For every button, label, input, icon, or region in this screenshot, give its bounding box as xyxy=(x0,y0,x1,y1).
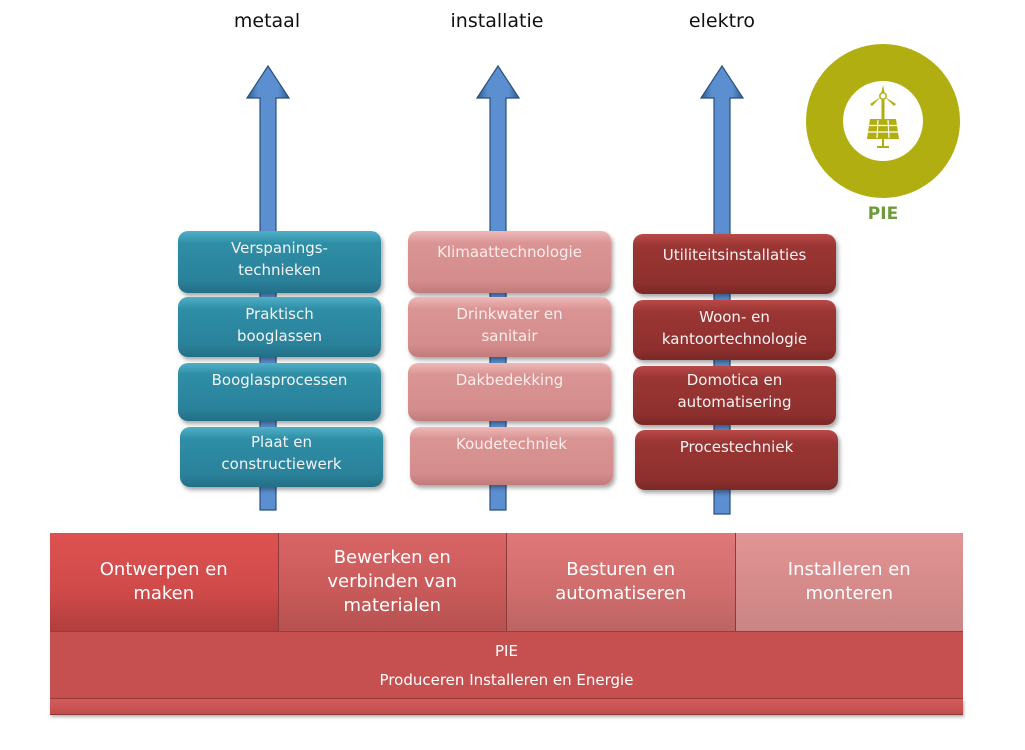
module-box[interactable]: Booglasprocessen xyxy=(178,363,381,421)
module-label: Drinkwater en xyxy=(456,305,563,323)
module-box[interactable]: Domotica en automatisering xyxy=(633,366,836,425)
module-box[interactable]: Dakbedekking xyxy=(408,363,611,421)
pie-band-subtitle: Produceren Installeren en Energie xyxy=(379,670,634,689)
module-label: Booglasprocessen xyxy=(211,371,348,389)
pie-band[interactable]: PIE Produceren Installeren en Energie xyxy=(50,631,963,699)
module-box[interactable]: Procestechniek xyxy=(635,430,838,490)
module-label: Utiliteitsinstallaties xyxy=(662,246,807,264)
module-label: automatisering xyxy=(677,393,792,411)
module-box[interactable]: Utiliteitsinstallaties xyxy=(633,234,836,294)
cell-label: monteren xyxy=(805,583,894,604)
cell-label: Ontwerpen en xyxy=(99,559,228,580)
logo-inner-circle xyxy=(843,81,923,161)
module-label: kantoortechnologie xyxy=(661,330,808,348)
competence-cell[interactable]: Bewerken en verbinden van materialen xyxy=(278,533,507,631)
module-label: Verspanings- xyxy=(231,239,328,257)
wind-turbine-solar-panel-icon xyxy=(867,85,899,148)
competence-cell[interactable]: Besturen en automatiseren xyxy=(507,533,736,631)
cell-label: maken xyxy=(133,583,195,604)
cell-label: materialen xyxy=(343,595,442,616)
module-box[interactable]: Praktisch booglassen xyxy=(178,297,381,357)
module-label: sanitair xyxy=(481,327,538,345)
module-box[interactable]: Drinkwater en sanitair xyxy=(408,297,611,357)
competence-cell[interactable]: Installeren en monteren xyxy=(735,533,963,631)
module-label: Procestechniek xyxy=(679,438,794,456)
base-diagram: Ontwerpen en maken Bewerken en verbinden… xyxy=(50,533,963,715)
cell-label: verbinden van xyxy=(327,571,458,592)
module-label: booglassen xyxy=(236,327,323,345)
module-label: Woon- en xyxy=(699,308,770,326)
competence-cell[interactable]: Ontwerpen en maken xyxy=(50,533,279,631)
pie-band-title: PIE xyxy=(495,641,518,660)
column-title-installatie: installatie xyxy=(450,10,544,32)
base-strip xyxy=(50,699,963,715)
module-label: Domotica en xyxy=(686,371,783,389)
column-title-metaal: metaal xyxy=(233,10,301,32)
module-box[interactable]: Verspanings-technieken xyxy=(178,231,381,293)
cell-label: Bewerken en xyxy=(333,547,451,568)
module-label: constructiewerk xyxy=(221,455,342,473)
pie-logo xyxy=(806,44,960,198)
module-label: technieken xyxy=(238,261,321,279)
cell-label: automatiseren xyxy=(555,583,687,604)
module-box[interactable]: Plaat en constructiewerk xyxy=(180,427,383,487)
module-label: Dakbedekking xyxy=(455,371,564,389)
module-box[interactable]: Woon- en kantoortechnologie xyxy=(633,300,836,360)
module-label: Praktisch xyxy=(245,305,314,323)
logo-label: PIE xyxy=(867,204,899,224)
cell-label: Installeren en xyxy=(787,559,911,580)
module-label: Plaat en xyxy=(251,433,312,451)
module-box[interactable]: Koudetechniek xyxy=(410,427,613,485)
competence-row: Ontwerpen en maken Bewerken en verbinden… xyxy=(50,533,963,631)
module-label: Koudetechniek xyxy=(456,435,567,453)
module-label: Klimaattechnologie xyxy=(437,243,582,261)
module-box[interactable]: Klimaattechnologie xyxy=(408,231,611,293)
cell-label: Besturen en xyxy=(566,559,676,580)
column-title-elektro: elektro xyxy=(688,10,756,32)
